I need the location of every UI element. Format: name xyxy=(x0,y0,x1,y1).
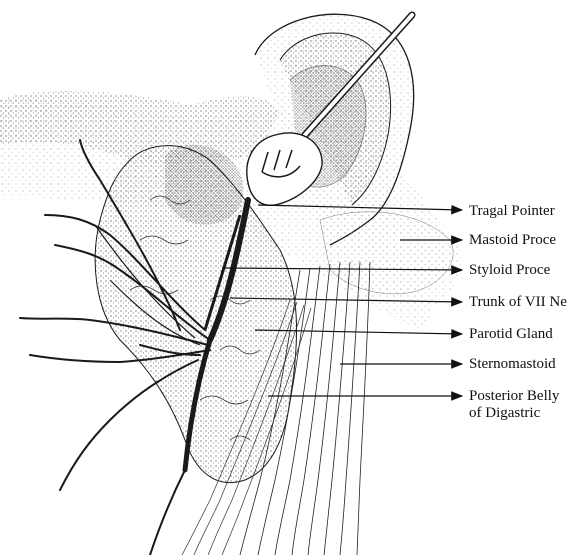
label-parotid-gland: Parotid Gland xyxy=(469,326,553,343)
label-sternomastoid: Sternomastoid xyxy=(469,356,556,373)
label-trunk-vii: Trunk of VII Ne xyxy=(469,294,567,311)
label-posterior-belly: Posterior Belly xyxy=(469,388,559,405)
label-styloid-process: Styloid Proce xyxy=(469,262,550,279)
label-of-digastric: of Digastric xyxy=(469,405,540,422)
label-mastoid-process: Mastoid Proce xyxy=(469,232,556,249)
label-tragal-pointer: Tragal Pointer xyxy=(469,203,555,220)
